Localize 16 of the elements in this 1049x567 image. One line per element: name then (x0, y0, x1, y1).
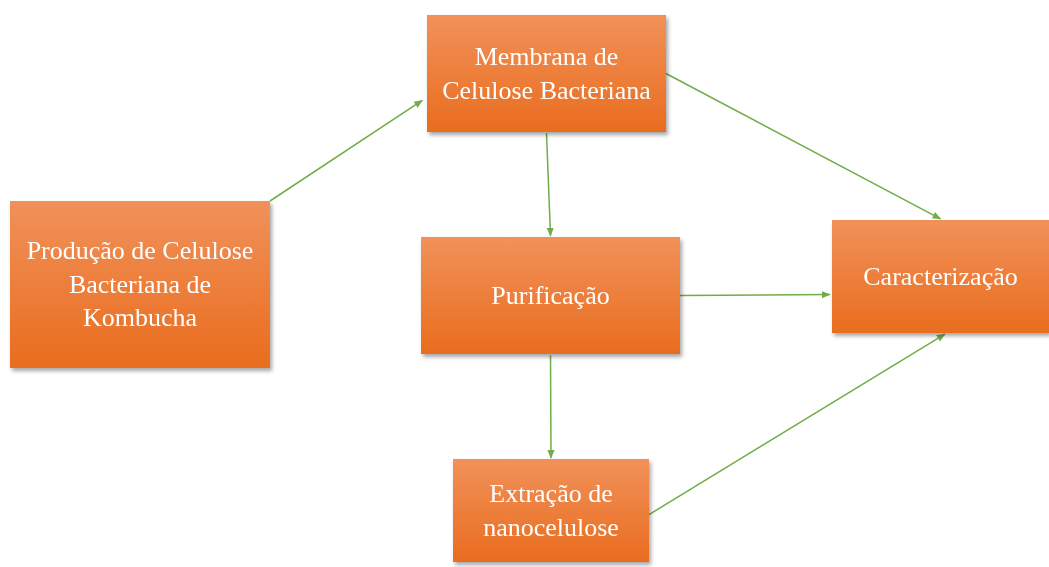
box-label: Purificação (491, 279, 610, 312)
process-box (832, 220, 1049, 333)
arrow (679, 291, 831, 299)
arrow (665, 72, 942, 220)
arrow (545, 132, 554, 237)
box-label: Extração de nanocelulose (482, 477, 620, 544)
process-box (427, 15, 666, 132)
box-label: Membrana de Celulose Bacteriana (441, 40, 652, 107)
process-box (10, 201, 270, 368)
box-label: Produção de Celulose Bacteriana de Kombucha (25, 234, 255, 335)
arrow (269, 99, 423, 202)
process-box (453, 459, 649, 562)
process-box (421, 237, 680, 354)
arrow (648, 333, 946, 516)
box-label: Caracterização (863, 260, 1018, 293)
arrow (547, 354, 555, 459)
